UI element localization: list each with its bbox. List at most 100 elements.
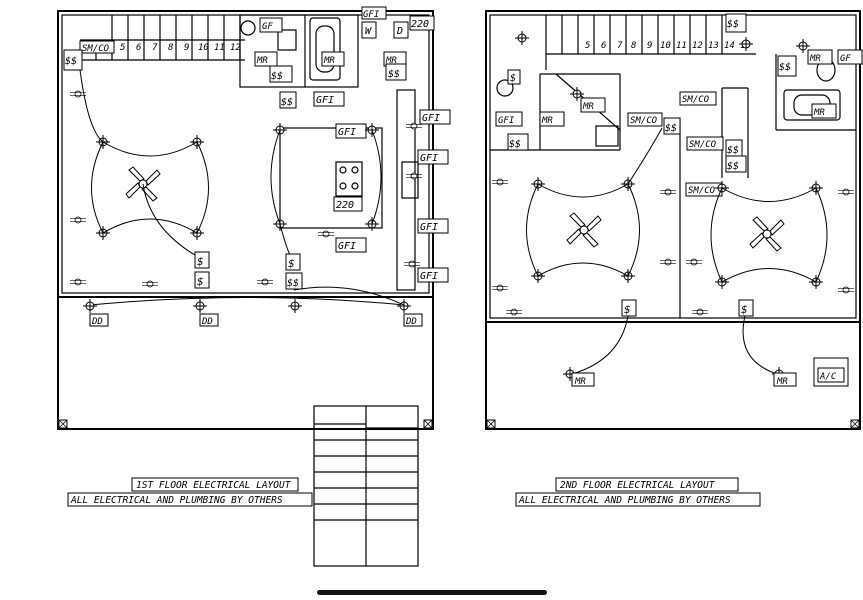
outlet-icon [256, 278, 274, 286]
gfi-label: GF [840, 54, 851, 64]
outlet-icon [659, 258, 677, 266]
switch-label: $$ [727, 161, 739, 172]
stair-number: 9 [647, 41, 652, 51]
outlet-icon [317, 230, 335, 238]
switch-label: $$ [281, 97, 293, 108]
smoke-detector-label: SM/CO [682, 95, 710, 105]
gfi-label: GFI [363, 10, 380, 20]
outlet-icon [659, 188, 677, 196]
stair-number: 11 [214, 43, 225, 53]
outlet-icon [403, 260, 421, 268]
post-icon [423, 419, 433, 429]
mirror-light-label: MR [813, 108, 825, 118]
mirror-light-label: MR [541, 116, 553, 126]
switch-label: $$ [388, 69, 400, 80]
stair-number: 6 [601, 41, 606, 51]
stair-number: 8 [168, 43, 173, 53]
stair-number: 12 [230, 43, 241, 53]
switch-label: $ [288, 257, 295, 270]
outlet-icon [837, 188, 855, 196]
gfi-label: GFI [420, 222, 438, 233]
switch-label: $$ [287, 278, 299, 289]
dryer-220-label: 220 [411, 19, 429, 30]
stair-number: 5 [585, 41, 590, 51]
switch-label: $$ [509, 139, 521, 150]
floor-1-title: 1ST FLOOR ELECTRICAL LAYOUT [136, 480, 292, 491]
switch-label: $$ [665, 123, 677, 134]
ceiling-fan-icon [566, 212, 602, 248]
stair-number: 5 [120, 43, 125, 53]
outlet-icon [141, 280, 159, 288]
door-label: DD [405, 317, 417, 327]
stair-number: 13 [708, 41, 719, 51]
stair-number: 7 [617, 41, 623, 51]
washer-label: W [365, 26, 372, 37]
outlet-icon [69, 278, 87, 286]
outlet-icon [69, 216, 87, 224]
switch-label: $ [741, 303, 748, 316]
ceiling-fan-icon [749, 216, 785, 252]
stair-number: 9 [184, 43, 189, 53]
outlet-icon [405, 172, 423, 180]
switch-label: $ [624, 303, 631, 316]
post-icon [850, 419, 860, 429]
light-fixture-icon [82, 298, 98, 314]
home-indicator[interactable] [317, 590, 547, 595]
gfi-label: GFI [338, 127, 356, 138]
post-icon [486, 419, 496, 429]
light-fixture-icon [514, 30, 530, 46]
door-label: DD [91, 317, 103, 327]
switch-label: $ [510, 73, 516, 84]
mirror-light-label: MR [574, 377, 586, 387]
smoke-detector-label: SM/CO [689, 140, 717, 150]
second-floor-plan: 5 6 7 8 9 10 11 12 13 14 15 $ MR GFI MR … [485, 10, 863, 507]
stair-number: 7 [152, 43, 158, 53]
smoke-detector-label: SM/CO [82, 44, 110, 54]
dryer-label: D [396, 26, 403, 37]
mirror-light-label: MR [385, 56, 397, 66]
stair-number: 8 [631, 41, 636, 51]
door-label: DD [201, 317, 213, 327]
stair-number: 6 [136, 43, 141, 53]
switch-label: $ [197, 255, 204, 268]
switch-label: $$ [779, 62, 791, 73]
gfi-label: GFI [316, 95, 334, 106]
stair-number: 10 [198, 43, 209, 53]
mirror-light-label: MR [582, 102, 594, 112]
switch-label: $$ [271, 71, 283, 82]
switch-label: $$ [727, 19, 739, 30]
outlet-icon [491, 284, 509, 292]
range-220-label: 220 [336, 200, 354, 211]
exterior-stair [313, 405, 419, 567]
mirror-light-label: MR [776, 377, 788, 387]
ac-unit-label: A/C [819, 372, 837, 382]
stair-number: 14 [724, 41, 735, 51]
gfi-label: GFI [422, 113, 440, 124]
gfi-label: GFI [420, 153, 438, 164]
mirror-light-label: MR [809, 54, 821, 64]
floor-2-title: 2ND FLOOR ELECTRICAL LAYOUT [560, 480, 716, 491]
smoke-detector-label: SM/CO [688, 186, 716, 196]
post-icon [58, 419, 68, 429]
switch-label: $ [197, 275, 204, 288]
stair-number: 12 [692, 41, 703, 51]
switch-label: $$ [65, 56, 77, 67]
smoke-detector-label: SM/CO [630, 116, 658, 126]
outlet-icon [685, 258, 703, 266]
stair-number: 11 [676, 41, 687, 51]
outlet-icon [505, 308, 523, 316]
light-fixture-icon [287, 298, 303, 314]
outlet-icon [691, 308, 709, 316]
mirror-light-label: MR [256, 56, 268, 66]
stair-treads-2f [545, 15, 756, 70]
mirror-light-label: MR [323, 56, 335, 66]
light-fixture-icon [396, 298, 412, 314]
gfi-label: GFI [498, 116, 515, 126]
outlet-icon [491, 178, 509, 186]
floor-1-note: ALL ELECTRICAL AND PLUMBING BY OTHERS [70, 495, 283, 506]
stair-number: 10 [660, 41, 671, 51]
floor-2-note: ALL ELECTRICAL AND PLUMBING BY OTHERS [518, 495, 731, 506]
gfi-label: GF [262, 22, 273, 32]
switch-label: $$ [727, 145, 739, 156]
